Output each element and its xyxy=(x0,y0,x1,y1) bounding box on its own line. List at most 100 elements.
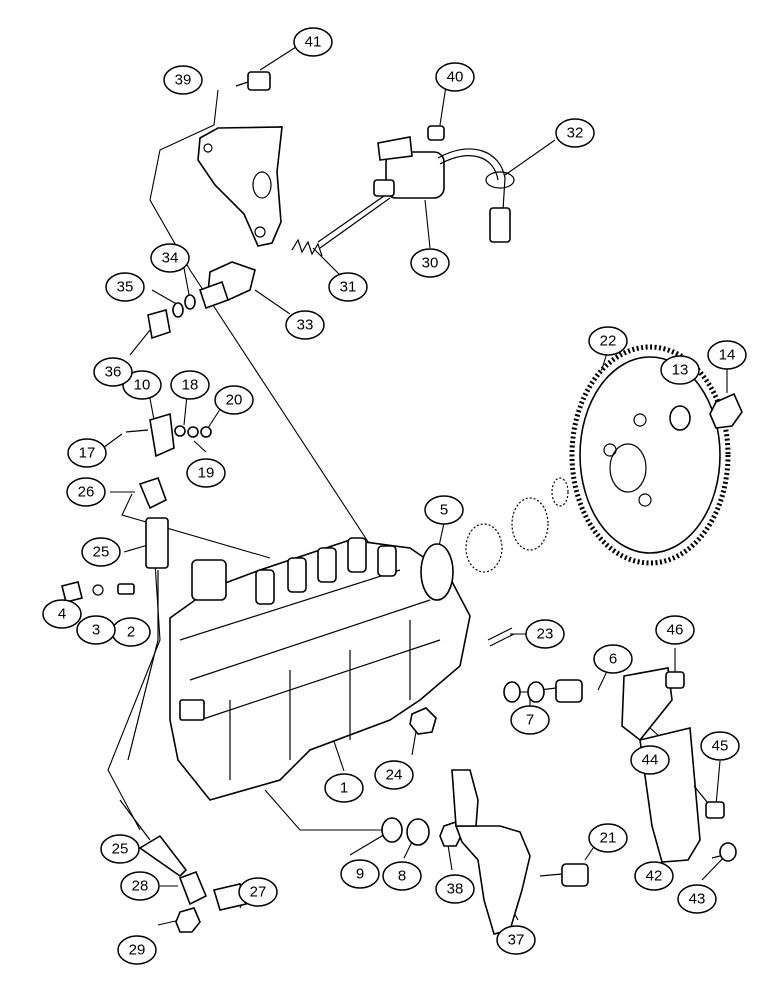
parts-2-3-4-fitting-set xyxy=(61,581,135,603)
callout-label: 30 xyxy=(422,255,439,272)
callout-circle xyxy=(588,823,628,853)
callout-c31: 31 xyxy=(328,272,368,302)
callout-c20: 20 xyxy=(214,385,254,415)
callout-label: 22 xyxy=(600,333,617,350)
callout-label: 34 xyxy=(162,250,179,267)
callout-label: 7 xyxy=(526,712,534,729)
callout-c5: 5 xyxy=(424,495,464,525)
callout-c4: 4 xyxy=(42,599,82,629)
callout-c25a: 25 xyxy=(81,537,121,567)
callout-group: 1234567891013141718192021222324252526272… xyxy=(42,27,747,965)
callout-circle xyxy=(105,272,145,302)
callout-c19: 19 xyxy=(186,458,226,488)
callout-c46: 46 xyxy=(655,615,695,645)
part-37-bracket xyxy=(451,769,531,935)
callout-circle xyxy=(382,861,422,891)
callout-label: 24 xyxy=(386,767,403,784)
callout-circle xyxy=(66,477,106,507)
gear-hub-dotted xyxy=(465,477,569,573)
callout-c34: 34 xyxy=(150,243,190,273)
callout-label: 25 xyxy=(112,841,129,858)
callout-label: 23 xyxy=(537,626,554,643)
callout-circle xyxy=(214,385,254,415)
callout-circle xyxy=(374,760,414,790)
callout-label: 20 xyxy=(226,392,243,409)
callout-c29: 29 xyxy=(117,935,157,965)
callout-label: 33 xyxy=(297,317,314,334)
callout-label: 39 xyxy=(175,72,192,89)
callout-c44: 44 xyxy=(630,745,670,775)
callout-c26: 26 xyxy=(66,477,106,507)
callout-label: 18 xyxy=(182,377,199,394)
callout-c23: 23 xyxy=(525,619,565,649)
callout-c6: 6 xyxy=(593,644,633,674)
part-44-bracket xyxy=(621,667,673,742)
callout-label: 31 xyxy=(340,279,357,296)
part-21-bolt xyxy=(539,863,589,887)
callout-c18: 18 xyxy=(170,370,210,400)
callout-label: 14 xyxy=(719,347,736,364)
parts-10-17-18-19-20-hardware xyxy=(125,412,212,458)
callout-label: 41 xyxy=(305,34,322,51)
part-7-washers xyxy=(503,681,545,703)
callout-circle xyxy=(435,62,475,92)
callout-circle xyxy=(238,877,278,907)
callout-circle xyxy=(285,310,325,340)
callout-label: 35 xyxy=(117,279,134,296)
callout-label: 32 xyxy=(567,125,584,142)
callout-circle xyxy=(122,370,162,400)
part-41-screw xyxy=(235,71,271,91)
callout-c1: 1 xyxy=(324,773,364,803)
part-22-drive-gear xyxy=(569,344,731,566)
callout-c36: 36 xyxy=(93,357,133,387)
part-30-solenoid xyxy=(317,136,445,249)
callout-label: 45 xyxy=(712,738,729,755)
callout-label: 36 xyxy=(105,364,122,381)
callout-label: 43 xyxy=(689,891,706,908)
callout-label: 10 xyxy=(134,377,151,394)
part-24-nut xyxy=(409,707,437,735)
callout-c42: 42 xyxy=(634,861,674,891)
callout-circle xyxy=(186,458,226,488)
part-46-screw xyxy=(665,671,685,689)
callout-circle xyxy=(510,705,550,735)
part-25-fuel-line xyxy=(119,517,188,878)
callout-circle xyxy=(700,731,740,761)
callout-c27: 27 xyxy=(238,877,278,907)
callout-circle xyxy=(117,935,157,965)
callout-circle xyxy=(293,27,333,57)
callout-circle xyxy=(328,272,368,302)
callout-circle xyxy=(120,871,160,901)
part-32-wire-harness xyxy=(437,148,515,243)
callout-label: 27 xyxy=(250,884,267,901)
callout-c25b: 25 xyxy=(100,834,140,864)
callout-circle xyxy=(655,615,695,645)
callout-circle xyxy=(42,599,82,629)
callout-label: 13 xyxy=(672,362,689,379)
part-45-screw xyxy=(693,785,725,819)
callout-c2: 2 xyxy=(111,617,151,647)
callout-circle xyxy=(677,884,717,914)
callout-circle xyxy=(424,495,464,525)
callout-c17: 17 xyxy=(67,438,107,468)
callout-c21: 21 xyxy=(588,823,628,853)
callout-label: 17 xyxy=(79,445,96,462)
callout-circle xyxy=(324,773,364,803)
callout-c37: 37 xyxy=(496,925,536,955)
callout-c24: 24 xyxy=(374,760,414,790)
callout-label: 26 xyxy=(78,484,95,501)
callout-c39: 39 xyxy=(163,65,203,95)
part-26-elbow-fitting xyxy=(138,476,167,510)
part-28-tee-fitting xyxy=(178,870,208,906)
callout-circle xyxy=(100,834,140,864)
callout-circle xyxy=(588,326,628,356)
callout-circle xyxy=(593,644,633,674)
callout-circle xyxy=(150,243,190,273)
callout-label: 5 xyxy=(440,502,448,519)
callout-label: 6 xyxy=(609,651,617,668)
callout-label: 2 xyxy=(127,624,135,641)
callout-c40: 40 xyxy=(435,62,475,92)
part-33-lever xyxy=(198,261,256,310)
callout-c41: 41 xyxy=(293,27,333,57)
